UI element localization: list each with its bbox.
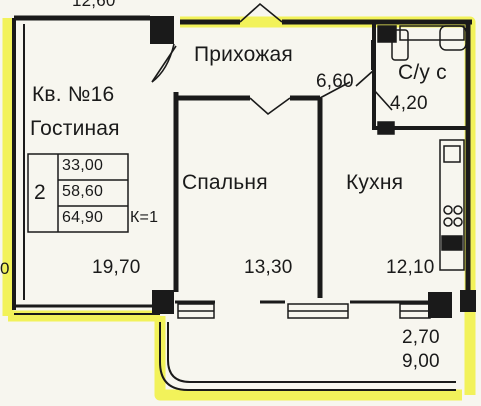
rooms-count: 2 (34, 181, 46, 204)
room-area-living: 19,70 (92, 257, 141, 278)
room-name-bathroom: С/у с (398, 61, 447, 84)
outer-walls (12, 15, 472, 315)
apartment-title: Кв. №16 (32, 83, 115, 106)
balcony (159, 322, 456, 391)
neighbor-area-top: 12,60 (72, 0, 116, 10)
room-name-living: Гостиная (30, 117, 120, 140)
room-name-kitchen: Кухня (346, 171, 404, 194)
room-name-hall: Прихожая (194, 43, 293, 66)
interior-walls (173, 22, 468, 298)
room-area-hall: 6,60 (316, 71, 354, 92)
kitchen-fixtures (439, 139, 465, 271)
room-area-bathroom: 4,20 (390, 93, 428, 114)
room-name-bedroom: Спальня (182, 171, 268, 194)
room-area-kitchen: 12,10 (386, 257, 435, 278)
bathroom-fixtures (377, 25, 467, 135)
doors (151, 2, 393, 116)
coefficient: К=1 (130, 209, 159, 226)
area-full: 64,90 (62, 209, 104, 226)
balcony-area-full: 9,00 (402, 351, 440, 372)
columns (150, 16, 476, 318)
neighbor-area-left: 0 (0, 259, 10, 278)
windows (177, 303, 431, 319)
balcony-area: 2,70 (402, 327, 440, 348)
area-living-total: 33,00 (62, 157, 104, 174)
room-area-bedroom: 13,30 (244, 257, 293, 278)
area-total: 58,60 (62, 183, 104, 200)
area-summary-box (27, 153, 129, 233)
